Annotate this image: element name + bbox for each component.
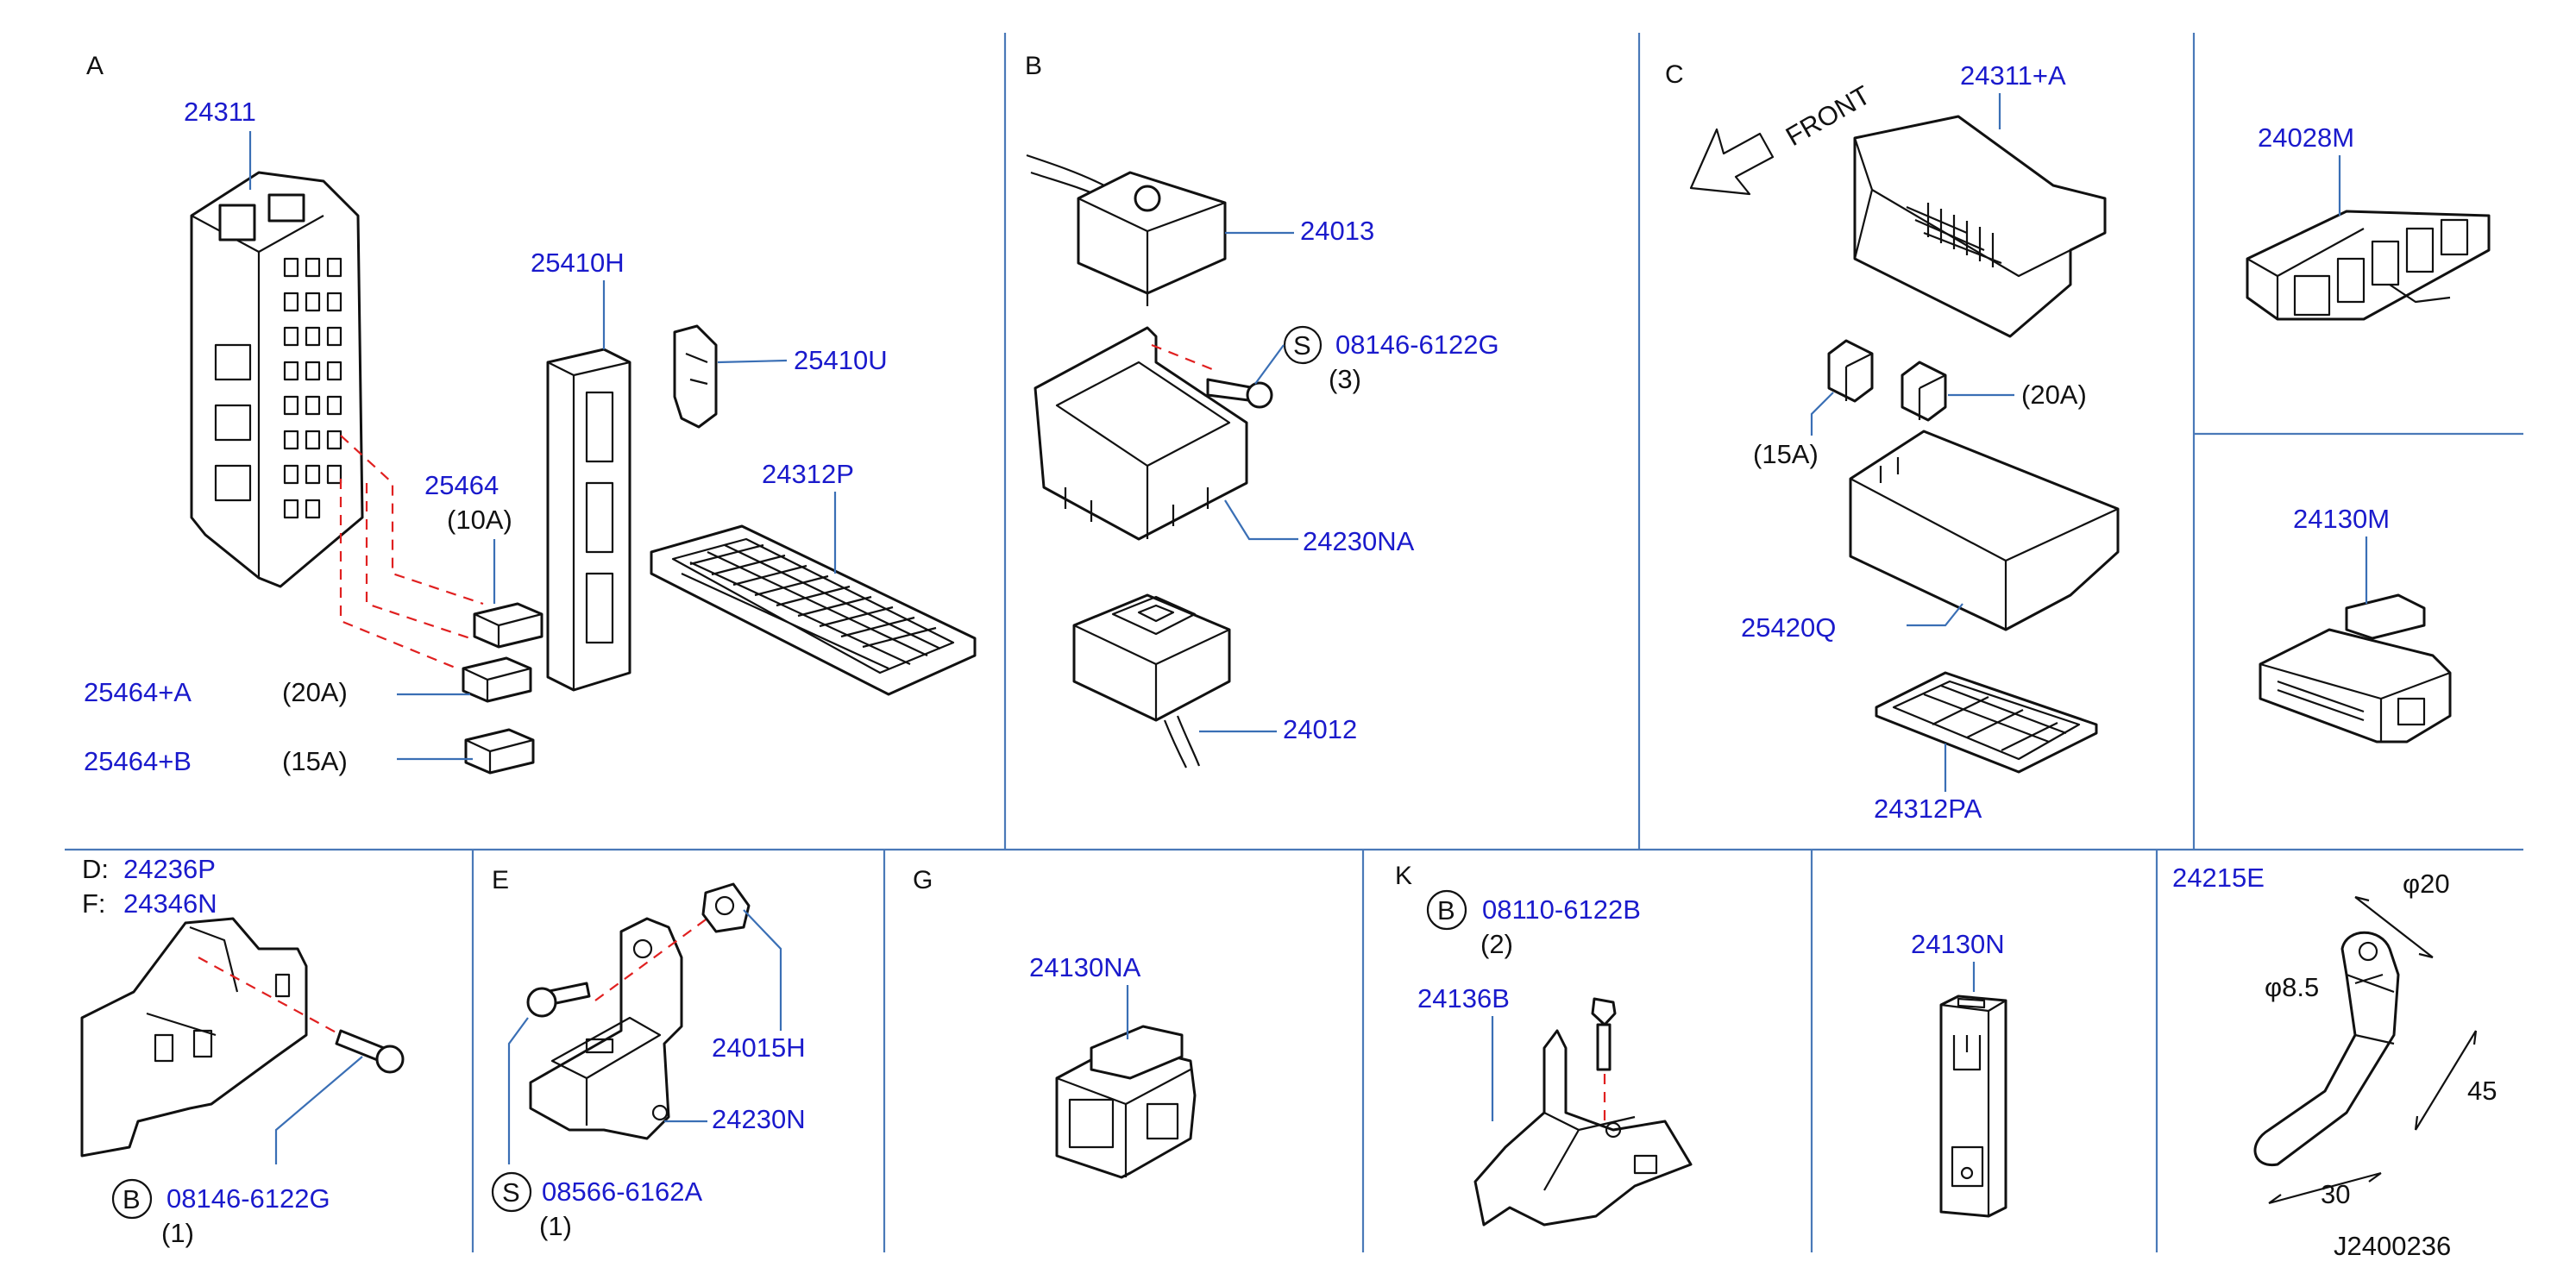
part-08566-6162a: 08566-6162A xyxy=(542,1176,702,1207)
fuse-block-24311-drawing xyxy=(190,171,364,588)
cover-25420q-drawing xyxy=(1849,430,2120,631)
part-25464a: 25464+A xyxy=(84,677,192,707)
part-25464-amp: (10A) xyxy=(447,505,512,535)
connector-24028m-drawing xyxy=(2246,210,2491,321)
section-e-label: E xyxy=(492,866,509,894)
fuse-15a-c-drawing xyxy=(1827,339,1874,403)
amp-20a-c: (20A) xyxy=(2021,380,2087,410)
section-b-label: B xyxy=(1025,52,1042,80)
part-08146-6122g-b: 08146-6122G xyxy=(1335,329,1499,360)
part-24136b: 24136B xyxy=(1417,983,1510,1013)
fuse-15a-drawing xyxy=(464,728,535,775)
part-24312p: 24312P xyxy=(762,459,854,489)
part-24346n: 24346N xyxy=(123,888,217,919)
part-24230n: 24230N xyxy=(712,1104,806,1134)
screw-b-drawing xyxy=(1206,378,1273,409)
part-24015h: 24015H xyxy=(712,1032,806,1063)
part-24028m: 24028M xyxy=(2258,122,2354,153)
connector-24130na-drawing xyxy=(1055,1025,1197,1179)
part-25464b-amp: (15A) xyxy=(282,746,348,776)
connector-24130n-drawing xyxy=(1939,995,2007,1218)
part-08146-6122g-b-qty: (3) xyxy=(1329,364,1361,394)
bolt-d-drawing xyxy=(335,1029,405,1074)
clip-25410u-drawing xyxy=(673,324,718,429)
amp-15a-c: (15A) xyxy=(1753,439,1819,469)
screw-e-drawing xyxy=(526,982,591,1018)
part-24130n: 24130N xyxy=(1911,929,2005,959)
part-25464: 25464 xyxy=(424,470,499,500)
bracket-24136b-drawing xyxy=(1473,1029,1693,1227)
fuse-20a-c-drawing xyxy=(1901,361,1947,422)
part-24013: 24013 xyxy=(1300,216,1374,246)
part-24312pa: 24312PA xyxy=(1874,794,1982,824)
cover-24312pa-drawing xyxy=(1875,671,2098,774)
dim-phi85: φ8.5 xyxy=(2265,972,2319,1002)
part-24215e: 24215E xyxy=(2172,863,2265,893)
dim-phi20: φ20 xyxy=(2403,869,2450,899)
part-24130m: 24130M xyxy=(2293,504,2390,534)
fuse-10a-drawing xyxy=(473,602,543,649)
part-24236p: 24236P xyxy=(123,854,216,884)
part-25420q: 25420Q xyxy=(1741,612,1836,643)
fuse-20a-drawing xyxy=(462,656,532,703)
part-24311: 24311 xyxy=(184,97,256,127)
dim-30: 30 xyxy=(2321,1179,2350,1209)
part-08110-6122b-qty: (2) xyxy=(1480,929,1513,959)
bracket-24215e-drawing xyxy=(2253,931,2400,1166)
part-25410h: 25410H xyxy=(531,248,625,278)
grid-dividers xyxy=(65,33,2523,1252)
connector-24013-drawing xyxy=(1026,154,1227,306)
s-symbol-b xyxy=(1283,325,1323,365)
bolt-k-drawing xyxy=(1591,997,1617,1071)
part-25410u: 25410U xyxy=(794,345,888,375)
section-c-label: C xyxy=(1665,60,1684,89)
section-d-label: D: xyxy=(82,854,109,884)
fuse-box-24311a-drawing xyxy=(1853,115,2107,338)
b-symbol-k xyxy=(1426,889,1467,931)
part-25464a-amp: (20A) xyxy=(282,677,348,707)
connector-24012-drawing xyxy=(1072,593,1231,769)
part-08110-6122b: 08110-6122B xyxy=(1482,894,1641,925)
part-08146-6122g-d: 08146-6122G xyxy=(166,1183,330,1214)
s-symbol-e-text: S xyxy=(502,1177,520,1208)
part-08146-6122g-d-qty: (1) xyxy=(161,1218,194,1248)
nut-24015h-drawing xyxy=(701,882,751,933)
part-24130na: 24130NA xyxy=(1029,952,1141,982)
bracket-24236p-drawing xyxy=(80,917,308,1158)
bracket-24230na-drawing xyxy=(1034,326,1248,541)
bracket-24230n-drawing xyxy=(529,917,683,1140)
part-08566-6162a-qty: (1) xyxy=(539,1211,572,1241)
section-a-label: A xyxy=(86,52,104,80)
part-24012: 24012 xyxy=(1283,714,1357,744)
relay-holder-25410h-drawing xyxy=(546,348,631,692)
cover-24312p-drawing xyxy=(650,524,977,696)
front-arrow-icon xyxy=(1689,128,1775,196)
s-symbol-b-text: S xyxy=(1293,330,1311,361)
s-symbol-e xyxy=(491,1171,532,1213)
b-symbol-k-text: B xyxy=(1437,895,1455,925)
dimension-lines xyxy=(2268,895,2478,1205)
dim-45: 45 xyxy=(2467,1076,2497,1106)
section-g-label: G xyxy=(913,866,933,894)
connector-24130m-drawing xyxy=(2259,593,2452,744)
part-24230na: 24230NA xyxy=(1303,526,1415,556)
section-f-label: F: xyxy=(82,888,106,919)
b-symbol-d-text: B xyxy=(123,1184,141,1214)
part-25464b: 25464+B xyxy=(84,746,192,776)
section-k-label: K xyxy=(1395,862,1412,890)
part-24311a: 24311+A xyxy=(1960,60,2066,91)
b-symbol-d xyxy=(111,1178,153,1220)
drawing-number: J2400236 xyxy=(2334,1231,2451,1261)
